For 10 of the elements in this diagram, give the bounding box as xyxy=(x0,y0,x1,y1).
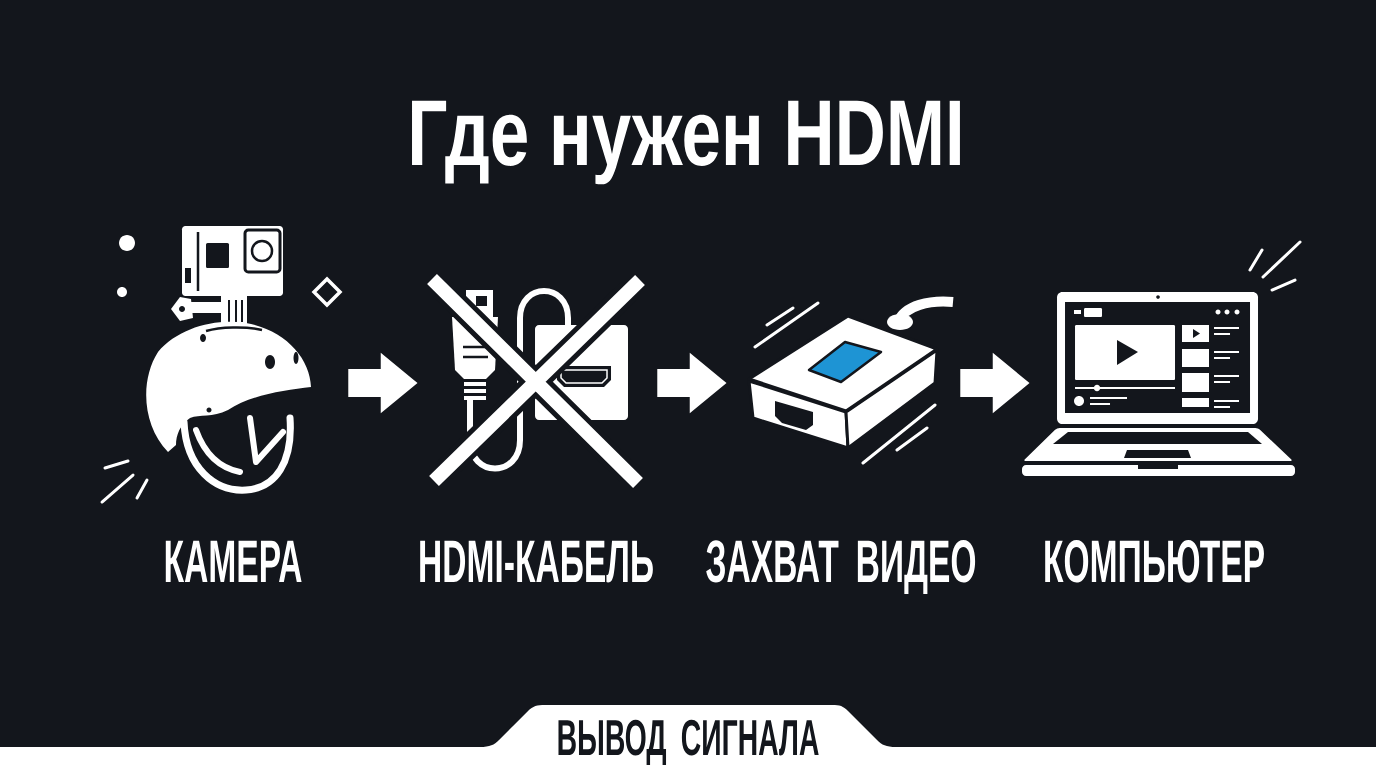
node-label: HDMI-КАБЕЛЬ xyxy=(420,540,653,583)
laptop-drawing xyxy=(1022,240,1302,476)
footer-tab: ВЫВОД СИГНАЛА xyxy=(0,705,1376,768)
node-label: ЗАХВАТ ВИДЕО xyxy=(706,540,976,594)
title: Где нужен HDMI xyxy=(412,100,960,185)
crossed-out-cable-drawing xyxy=(425,272,647,490)
node-label: КОМПЬЮТЕР xyxy=(1045,540,1264,583)
capture-device-drawing xyxy=(747,296,954,465)
node-label: КАМЕРА xyxy=(165,540,302,582)
helmet-camera-drawing xyxy=(100,226,343,504)
